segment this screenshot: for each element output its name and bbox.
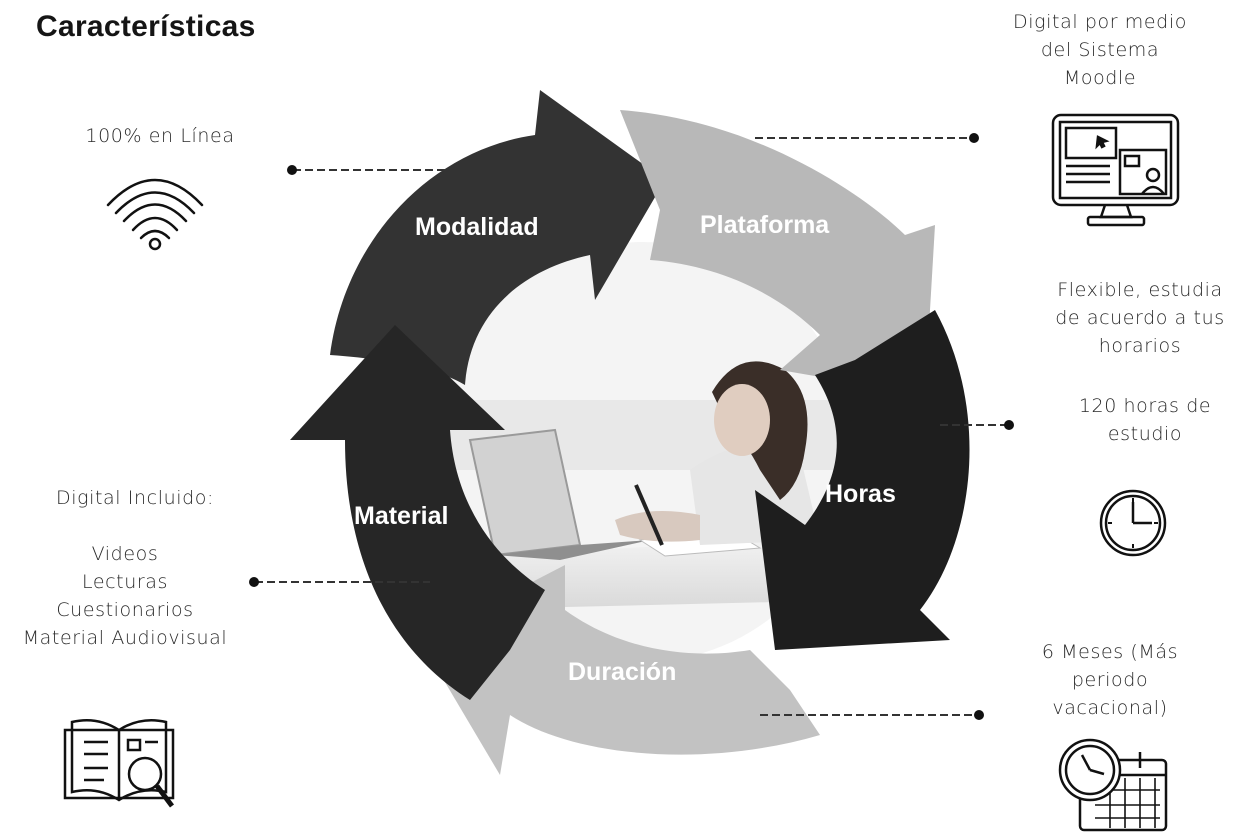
caption-line: Material Audiovisual	[22, 627, 228, 649]
monitor-icon	[1051, 113, 1180, 227]
label-modalidad: Modalidad	[415, 213, 539, 241]
label-material: Material	[354, 502, 448, 530]
caption-modalidad: 100% en Línea	[60, 122, 260, 150]
caption-duracion: 6 Meses (Más periodo vacacional)	[1010, 638, 1210, 722]
caption-line: periodo	[1071, 669, 1149, 691]
caption-plataforma: Digital por medio del Sistema Moodle	[990, 8, 1210, 92]
label-horas: Horas	[825, 480, 896, 508]
caption-line: vacacional)	[1052, 697, 1168, 719]
book-search-icon	[63, 719, 175, 808]
wifi-icon	[106, 178, 204, 251]
page-title: Características	[36, 10, 256, 43]
caption-line: Lecturas	[81, 571, 169, 593]
segment-plataforma	[620, 110, 935, 395]
caption-material: Digital Incluido:	[20, 484, 250, 512]
caption-line: 100% en Línea	[85, 125, 235, 147]
clock-icon	[1099, 489, 1167, 557]
caption-line: del Sistema	[1040, 39, 1160, 61]
caption-line: Flexible, estudia	[1057, 279, 1223, 301]
caption-horas-2: 120 horas de estudio	[1045, 392, 1245, 448]
label-duracion: Duración	[568, 658, 676, 686]
caption-horas: Flexible, estudia de acuerdo a tus horar…	[1035, 276, 1245, 360]
caption-line: Cuestionarios	[56, 599, 194, 621]
calendar-clock-icon	[1058, 738, 1168, 832]
caption-line: de acuerdo a tus	[1055, 307, 1225, 329]
segment-modalidad	[330, 90, 665, 385]
label-plataforma: Plataforma	[700, 211, 830, 239]
caption-line: 120 horas de	[1078, 395, 1212, 417]
caption-line: Digital Incluido:	[56, 487, 214, 509]
segment-material	[290, 325, 545, 700]
caption-line: Moodle	[1063, 67, 1137, 89]
segment-horas	[755, 310, 970, 650]
caption-line: Videos	[91, 543, 159, 565]
caption-line: estudio	[1107, 423, 1183, 445]
caption-material-list: Videos Lecturas Cuestionarios Material A…	[5, 540, 245, 652]
caption-line: 6 Meses (Más	[1041, 641, 1179, 663]
caption-line: Digital por medio	[1013, 11, 1187, 33]
caption-line: horarios	[1098, 335, 1182, 357]
